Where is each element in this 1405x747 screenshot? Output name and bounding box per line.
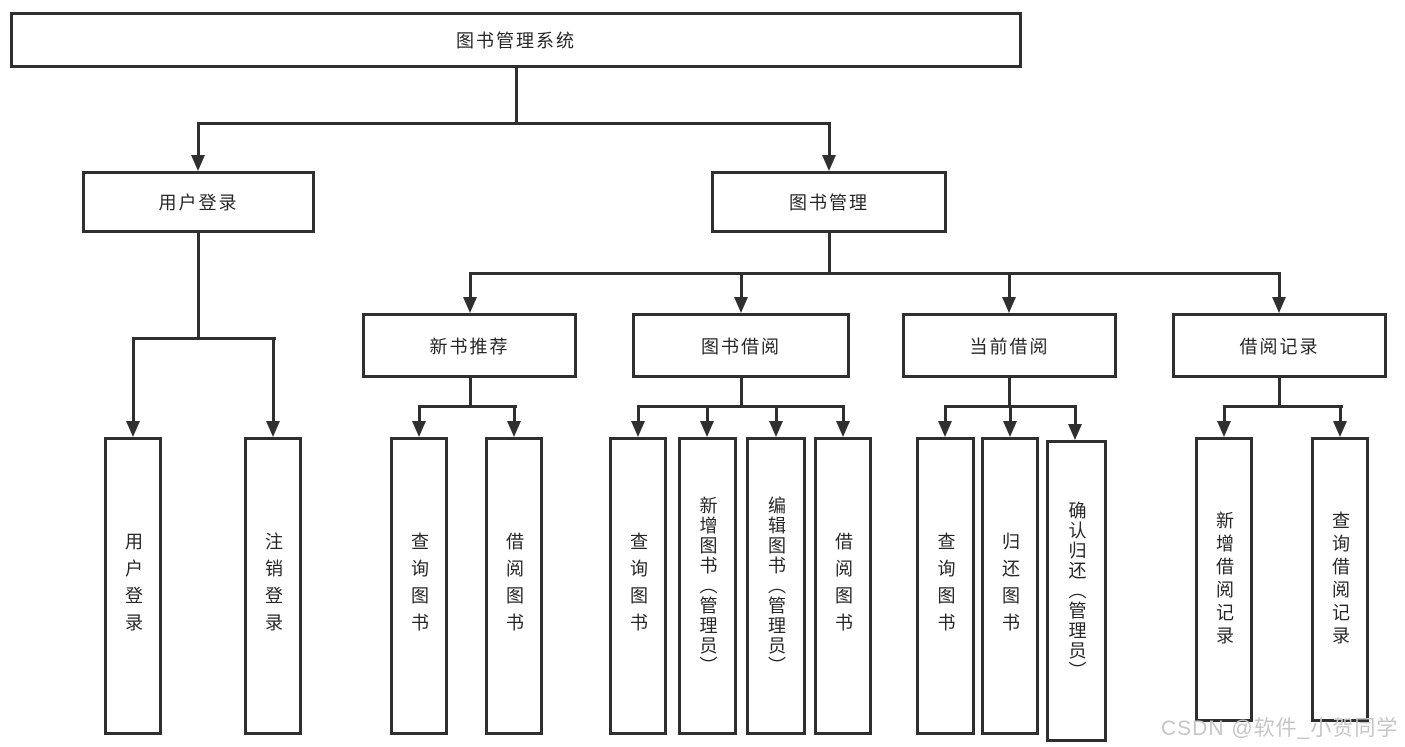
arrow-down-icon: [126, 421, 140, 437]
connector-line: [1278, 378, 1281, 408]
arrow-down-icon: [1002, 297, 1016, 313]
connector-line: [469, 378, 472, 408]
arrow-down-icon: [507, 421, 521, 437]
arrow-down-icon: [266, 421, 280, 437]
connector-line: [1278, 272, 1281, 297]
connector-line: [637, 405, 640, 421]
node-book-borrowing: 图书借阅: [632, 313, 850, 378]
node-label: 图书借阅: [701, 336, 781, 357]
leaf-label: 查询图书: [628, 532, 648, 640]
leaf-query-borrow-record: 查询借阅记录: [1311, 437, 1369, 722]
leaf-query-books-borrowing: 查询图书: [609, 437, 667, 735]
csdn-watermark: CSDN @软件_小贺同学: [1161, 717, 1399, 740]
leaf-label: 借阅图书: [833, 532, 853, 640]
connector-line: [418, 405, 517, 408]
connector-line: [1339, 405, 1342, 421]
connector-line: [272, 337, 275, 421]
arrow-down-icon: [412, 421, 426, 437]
node-label: 新书推荐: [429, 336, 510, 357]
arrow-down-icon: [769, 421, 783, 437]
leaf-query-books-recommend: 查询图书: [390, 437, 448, 735]
leaf-label: 新增图书（管理员）: [697, 496, 718, 676]
connector-line: [1009, 405, 1012, 421]
leaf-label: 确认归还（管理员）: [1066, 501, 1087, 681]
leaf-label: 查询借阅记录: [1330, 510, 1350, 649]
connector-line: [944, 405, 947, 421]
connector-line: [132, 337, 135, 421]
leaf-label: 借阅图书: [504, 532, 524, 640]
connector-line: [513, 405, 516, 421]
leaf-add-borrow-record: 新增借阅记录: [1195, 437, 1253, 722]
leaf-label: 查询图书: [409, 532, 429, 640]
arrow-down-icon: [1333, 421, 1347, 437]
arrow-down-icon: [822, 155, 836, 171]
arrow-down-icon: [191, 155, 205, 171]
node-label: 用户登录: [158, 193, 239, 213]
connector-line: [1008, 272, 1011, 297]
connector-line: [740, 272, 743, 297]
arrow-down-icon: [631, 421, 645, 437]
connector-line: [515, 68, 518, 125]
leaf-borrow-books-borrowing: 借阅图书: [814, 437, 872, 735]
connector-line: [418, 405, 421, 421]
connector-line: [775, 405, 778, 421]
arrow-down-icon: [463, 297, 477, 313]
leaf-borrow-books-recommend: 借阅图书: [485, 437, 543, 735]
arrow-down-icon: [1068, 424, 1082, 440]
arrow-down-icon: [1217, 421, 1231, 437]
connector-line: [828, 122, 831, 155]
leaf-query-books-current: 查询图书: [916, 437, 975, 735]
leaf-user-login: 用户登录: [104, 437, 162, 735]
node-label: 图书管理: [789, 193, 869, 213]
leaf-logout: 注销登录: [244, 437, 302, 735]
leaf-label: 编辑图书（管理员）: [766, 496, 786, 676]
leaf-label: 查询图书: [935, 532, 956, 640]
connector-line: [1074, 405, 1077, 424]
node-user-login-branch: 用户登录: [82, 171, 315, 233]
leaf-confirm-return-admin: 确认归还（管理员）: [1046, 440, 1107, 742]
node-label: 当前借阅: [969, 336, 1050, 357]
node-label: 借阅记录: [1239, 336, 1320, 357]
leaf-add-books-admin: 新增图书（管理员）: [678, 437, 737, 735]
connector-line: [197, 122, 831, 125]
leaf-edit-books-admin: 编辑图书（管理员）: [746, 437, 806, 735]
node-new-book-recommendation: 新书推荐: [362, 313, 577, 378]
node-borrowing-records: 借阅记录: [1172, 313, 1387, 378]
connector-line: [197, 122, 200, 155]
node-current-borrowing: 当前借阅: [902, 313, 1117, 378]
connector-line: [1223, 405, 1343, 408]
connector-line: [740, 378, 743, 408]
connector-line: [132, 337, 276, 340]
connector-line: [706, 405, 709, 421]
node-root-library-system: 图书管理系统: [10, 12, 1022, 68]
arrow-down-icon: [1003, 421, 1017, 437]
leaf-return-books: 归还图书: [981, 437, 1039, 735]
arrow-down-icon: [734, 297, 748, 313]
connector-line: [1008, 378, 1011, 408]
leaf-label: 用户登录: [123, 532, 143, 640]
node-book-management-branch: 图书管理: [711, 171, 947, 233]
node-label: 图书管理系统: [456, 31, 576, 51]
arrow-down-icon: [700, 421, 714, 437]
arrow-down-icon: [836, 421, 850, 437]
leaf-label: 归还图书: [1000, 532, 1020, 640]
connector-line: [197, 233, 200, 340]
leaf-label: 注销登录: [263, 532, 283, 640]
arrow-down-icon: [938, 421, 952, 437]
connector-line: [469, 272, 472, 297]
connector-line: [469, 272, 1281, 275]
arrow-down-icon: [1272, 297, 1286, 313]
connector-line: [637, 405, 845, 408]
connector-line: [842, 405, 845, 421]
leaf-label: 新增借阅记录: [1214, 510, 1234, 649]
connector-line: [1223, 405, 1226, 421]
connector-line: [828, 233, 831, 275]
